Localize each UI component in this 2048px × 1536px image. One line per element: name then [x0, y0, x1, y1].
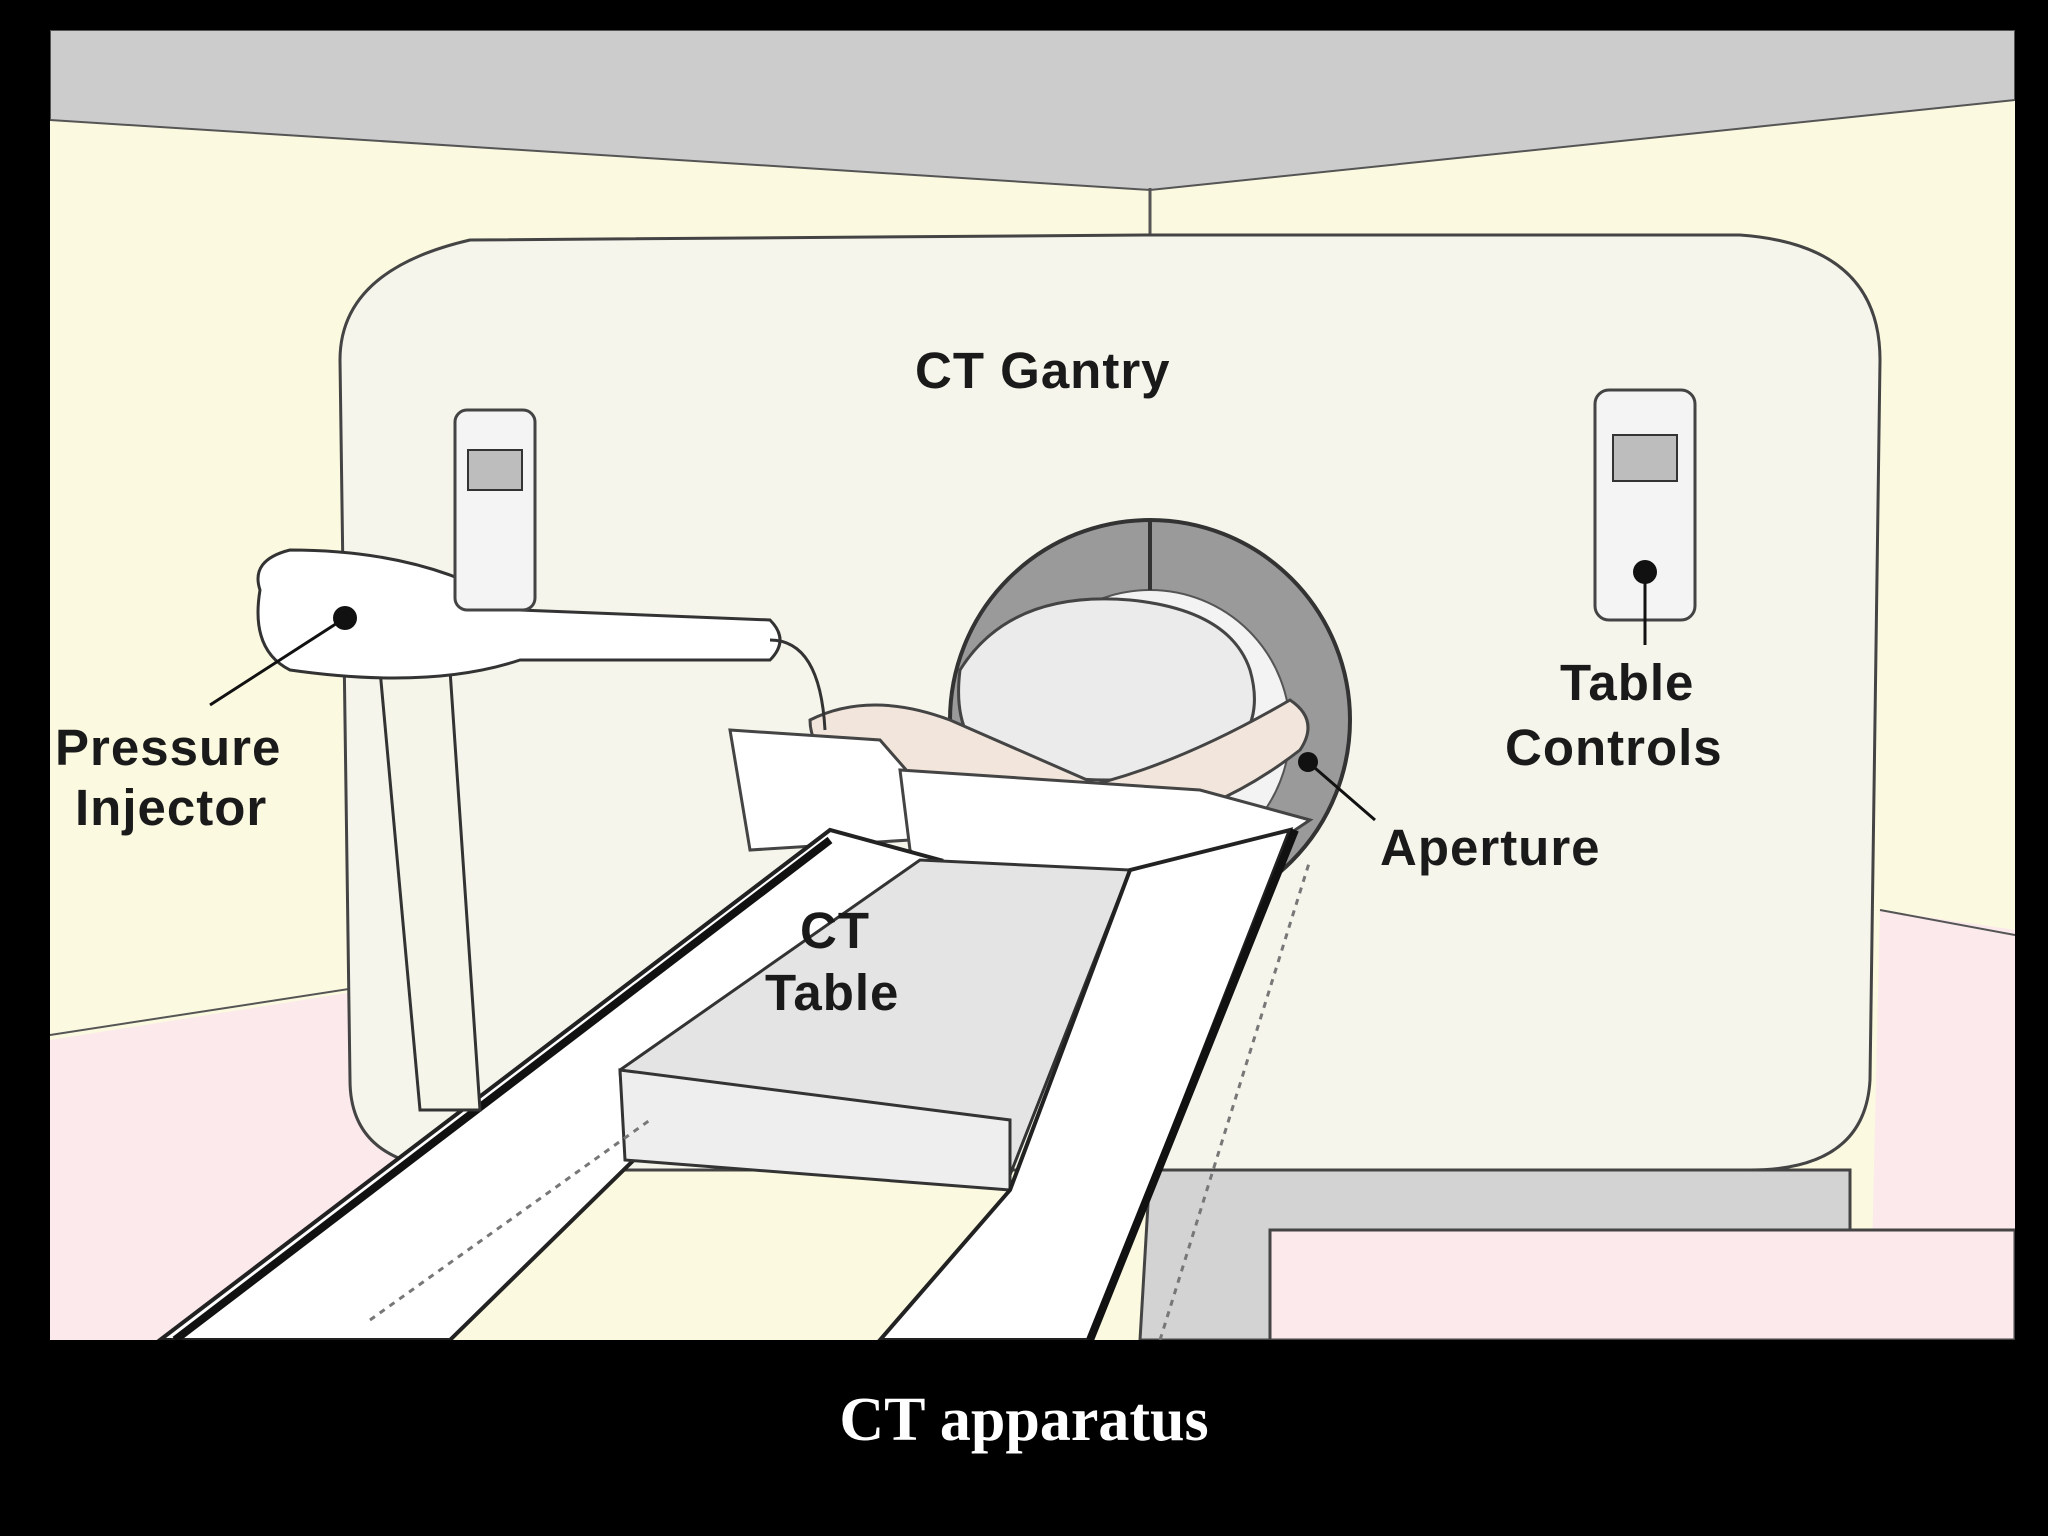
illustration-canvas: CT Gantry Table Controls Pressure Inject…	[50, 30, 2015, 1340]
label-ct-table-line1: CT	[800, 902, 870, 959]
label-aperture: Aperture	[1380, 819, 1601, 876]
label-table-controls-line1: Table	[1560, 654, 1694, 711]
ceiling	[50, 30, 2015, 192]
label-ct-gantry: CT Gantry	[915, 342, 1171, 399]
floor-step	[1268, 1228, 2015, 1340]
table-controls-screen	[1612, 434, 1678, 482]
injector-head	[256, 548, 782, 680]
slide-caption: CT apparatus	[839, 1386, 1209, 1454]
floor-edge-right	[1879, 909, 2015, 936]
table-rail-groove-left	[369, 1118, 651, 1322]
table-rail-right-edge	[1086, 828, 1299, 1340]
table-rail-left-edge	[172, 836, 833, 1340]
label-pressure-injector-line2: Injector	[75, 779, 267, 836]
pressure-injector-pointer	[209, 616, 346, 707]
left-control-screen	[467, 449, 523, 491]
injector-tube	[769, 638, 827, 731]
ct-apparatus-illustration: CT Gantry Table Controls Pressure Inject…	[50, 30, 2015, 1340]
label-table-controls-line2: Controls	[1505, 719, 1723, 776]
label-pressure-injector-line1: Pressure	[55, 719, 281, 776]
label-ct-table-line2: Table	[765, 964, 899, 1021]
left-control-panel	[453, 408, 537, 612]
aperture-pointer	[1307, 760, 1376, 822]
